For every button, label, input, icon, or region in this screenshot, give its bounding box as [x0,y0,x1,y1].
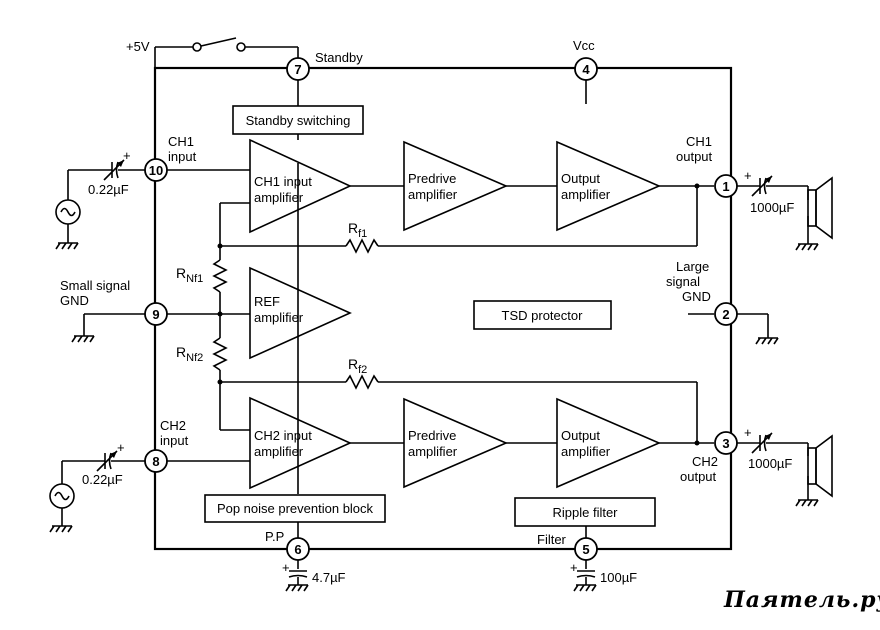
svg-text:TSD protector: TSD protector [502,308,584,323]
ch1-output-label: CH1 output [676,134,716,164]
pin-9: 9 [144,302,168,326]
plus5v-label: +5V [126,39,150,54]
svg-text:Pop noise prevention block: Pop noise prevention block [217,501,374,516]
svg-text:Output amplifier: Output amplifier [561,171,611,202]
pin-10: 10 [144,158,168,182]
large-signal-gnd-label: Large signal GND [666,259,713,304]
pin-1: 1 [714,174,738,198]
svg-text:Output amplifier: Output amplifier [561,428,611,459]
svg-text:2: 2 [722,307,729,322]
watermark: Паятель.ру [723,587,880,613]
c-pp-label: 4.7µF [312,570,346,585]
pop-noise-prevention-block [204,494,386,523]
rf1-resistor [345,238,379,254]
svg-text:4: 4 [582,62,590,77]
svg-text:+: + [282,560,290,575]
svg-text:Ripple filter: Ripple filter [552,505,618,520]
rnf2-label: RNf2 [176,344,203,364]
c-in1-label: 0.22µF [88,182,129,197]
svg-text:1: 1 [722,179,729,194]
svg-text:Predrive amplifier: Predrive amplifier [408,428,460,459]
ref-amplifier [249,266,352,360]
svg-text:7: 7 [294,62,301,77]
rnf1-resistor [212,259,228,293]
standby-label: Standby [315,50,363,65]
small-signal-gnd-symbol [71,313,145,343]
svg-text:REF amplifier: REF amplifier [254,294,304,325]
pin-2: 2 [714,302,738,326]
svg-text:9: 9 [152,307,159,322]
predrive-amplifier-2 [403,397,509,489]
pin-5: 5 [574,537,598,561]
svg-text:CH2 input amplifier: CH2 input amplifier [254,428,315,459]
ch2-output-label: CH2 output [680,454,722,484]
tsd-protector-block [473,300,612,330]
ic-outline [153,66,733,551]
c-filter-label: 100µF [600,570,637,585]
rnf1-label: RNf1 [176,265,203,285]
pin-3: 3 [714,431,738,455]
rf1-label: Rf1 [348,220,367,240]
svg-text:+: + [744,168,752,183]
ch1-speaker-output: + 1000µF [737,168,833,251]
rnf2-resistor [212,337,228,371]
rf2-label: Rf2 [348,356,367,376]
ch2-input-amplifier [249,396,352,490]
filter-capacitor: + 100µF [570,560,637,592]
svg-text:Standby switching: Standby switching [246,113,351,128]
filter-label: Filter [537,532,567,547]
svg-text:+: + [744,425,752,440]
c-out2-label: 1000µF [748,456,792,471]
svg-text:+: + [117,440,125,455]
svg-text:10: 10 [149,163,163,178]
svg-text:+: + [570,560,578,575]
small-signal-gnd-label: Small signal GND [60,278,134,308]
svg-text:Predrive amplifier: Predrive amplifier [408,171,460,202]
svg-text:8: 8 [152,454,159,469]
pin-8: 8 [144,449,168,473]
ch2-signal-source: + 0.22µF [49,440,145,533]
ch2-speaker-output: + 1000µF [737,425,833,507]
ch1-input-amplifier [249,138,352,234]
pin-7: 7 [286,57,310,81]
svg-text:5: 5 [582,542,589,557]
c-out1-label: 1000µF [750,200,794,215]
ch1-signal-source: + 0.22µF [55,148,145,250]
output-amplifier-2 [556,397,662,489]
pp-capacitor: + 4.7µF [282,560,346,592]
svg-text:6: 6 [294,542,301,557]
ripple-filter-block [514,497,656,527]
output-amplifier-1 [556,140,662,232]
vcc-label: Vcc [573,38,595,53]
svg-text:CH1 input amplifier: CH1 input amplifier [254,174,315,205]
pp-label: P.P [265,529,284,544]
ch2-input-label: CH2 input [160,418,190,448]
svg-text:+: + [123,148,131,163]
standby-switch: +5V [126,37,299,68]
c-in2-label: 0.22µF [82,472,123,487]
rf2-resistor [345,374,379,390]
pin-6: 6 [286,537,310,561]
ch1-input-label: CH1 input [168,134,198,164]
svg-text:3: 3 [722,436,729,451]
pin-4: 4 [574,57,598,81]
predrive-amplifier-1 [403,140,509,232]
large-signal-gnd-symbol [737,313,779,345]
